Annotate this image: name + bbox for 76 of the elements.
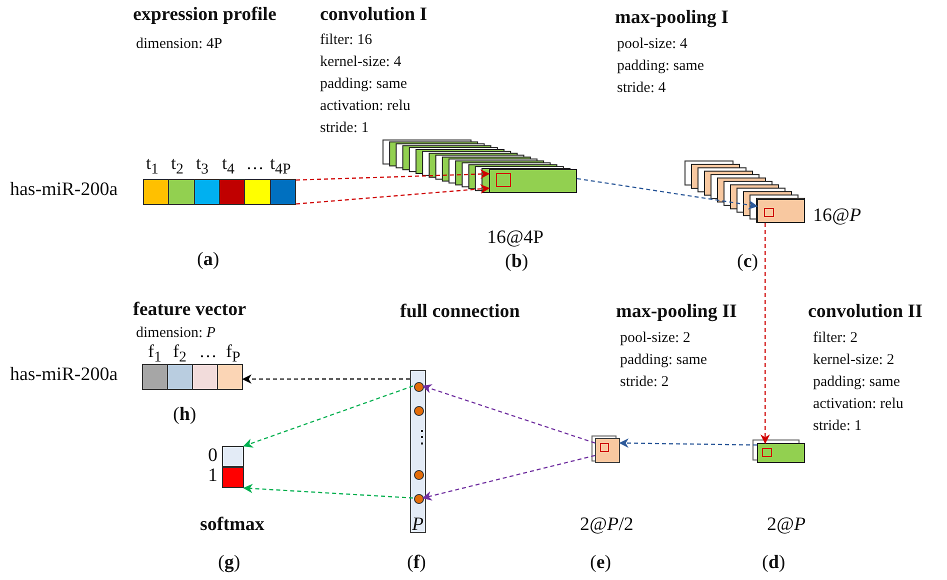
element-label: f$_{1}$ bbox=[148, 342, 162, 366]
panel-label: (f) bbox=[407, 553, 426, 574]
panel-label: (c) bbox=[737, 252, 758, 273]
arrow bbox=[619, 438, 757, 448]
class-label: 0 bbox=[208, 446, 218, 467]
arrow bbox=[576, 178, 758, 210]
input-vector bbox=[143, 179, 296, 205]
parameter-text: padding: same bbox=[320, 76, 408, 92]
neuron-circle bbox=[414, 494, 424, 504]
element-label: … bbox=[246, 154, 264, 174]
parameter-text: activation: relu bbox=[813, 396, 904, 412]
parameter-text: stride: 4 bbox=[617, 80, 666, 96]
element-label: t$_{1}$ bbox=[146, 154, 159, 178]
feature-vector bbox=[142, 364, 243, 390]
arrow bbox=[296, 184, 490, 205]
panel-label: (e) bbox=[590, 553, 612, 574]
neuron-circle bbox=[414, 382, 424, 392]
layer-heading: max-pooling II bbox=[616, 302, 737, 323]
layer-heading: convolution I bbox=[320, 5, 428, 26]
element-label: f$_{P}$ bbox=[226, 342, 240, 366]
panel-label: (h) bbox=[173, 405, 196, 426]
parameter-text: filter: 2 bbox=[813, 330, 858, 346]
parameter-text: pool-size: 4 bbox=[617, 36, 688, 52]
softmax-cell bbox=[222, 446, 244, 467]
element-label: f$_{2}$ bbox=[173, 342, 186, 366]
row-label: has-miR-200a bbox=[10, 365, 118, 386]
parameter-text: kernel-size: 4 bbox=[320, 54, 402, 70]
arrow bbox=[422, 454, 596, 501]
layer-heading: full connection bbox=[400, 302, 520, 323]
layer-heading: softmax bbox=[200, 515, 264, 536]
layer-heading: convolution II bbox=[808, 302, 923, 323]
panel-label: (a) bbox=[197, 250, 220, 271]
element-label: ⋮ bbox=[413, 428, 431, 448]
layer-heading: expression profile bbox=[133, 5, 276, 26]
class-label: 1 bbox=[208, 466, 218, 487]
parameter-text: dimension: 4P bbox=[136, 36, 222, 52]
layer-heading: max-pooling I bbox=[615, 8, 728, 29]
element-label: t$_{2}$ bbox=[171, 154, 184, 178]
arrow bbox=[243, 385, 414, 448]
parameter-text: padding: same bbox=[620, 352, 708, 368]
parameter-text: padding: same bbox=[617, 58, 704, 74]
parameter-text: pool-size: 2 bbox=[620, 330, 690, 346]
arrow bbox=[243, 484, 414, 499]
element-label: t$_{4P}$ bbox=[270, 154, 291, 178]
softmax-cell bbox=[222, 467, 244, 488]
parameter-text: dimension: P bbox=[136, 325, 216, 342]
parameter-text: activation: relu bbox=[320, 98, 410, 114]
panel-label: (d) bbox=[762, 553, 786, 574]
fully-connected-layer bbox=[410, 370, 426, 533]
panel-label: (g) bbox=[218, 553, 240, 574]
neuron-circle bbox=[414, 470, 424, 480]
parameter-text: stride: 1 bbox=[813, 418, 862, 434]
feature-map bbox=[757, 443, 805, 463]
row-label: has-miR-200a bbox=[10, 180, 118, 201]
parameter-text: filter: 16 bbox=[320, 32, 372, 48]
parameter-text: stride: 2 bbox=[620, 374, 669, 390]
panel-label: (b) bbox=[505, 252, 528, 273]
arrow bbox=[242, 374, 410, 384]
map-size-label: 2@P/2 bbox=[580, 515, 634, 536]
map-size-label: 2@P bbox=[767, 515, 806, 536]
arrow bbox=[760, 223, 770, 444]
element-label: t$_{3}$ bbox=[196, 154, 209, 178]
arrow bbox=[422, 384, 596, 444]
element-label: … bbox=[199, 342, 217, 362]
map-size-label: 16@P bbox=[813, 206, 862, 227]
feature-map bbox=[757, 199, 805, 223]
feature-map bbox=[489, 169, 577, 193]
parameter-text: stride: 1 bbox=[320, 120, 369, 136]
map-size-label: 16@4P bbox=[487, 228, 544, 249]
element-label: t$_{4}$ bbox=[222, 154, 235, 178]
layer-heading: feature vector bbox=[133, 300, 246, 321]
parameter-text: padding: same bbox=[813, 374, 900, 390]
arrow bbox=[296, 169, 490, 181]
size-label: P bbox=[412, 515, 424, 536]
parameter-text: kernel-size: 2 bbox=[813, 352, 894, 368]
neuron-circle bbox=[414, 406, 424, 416]
